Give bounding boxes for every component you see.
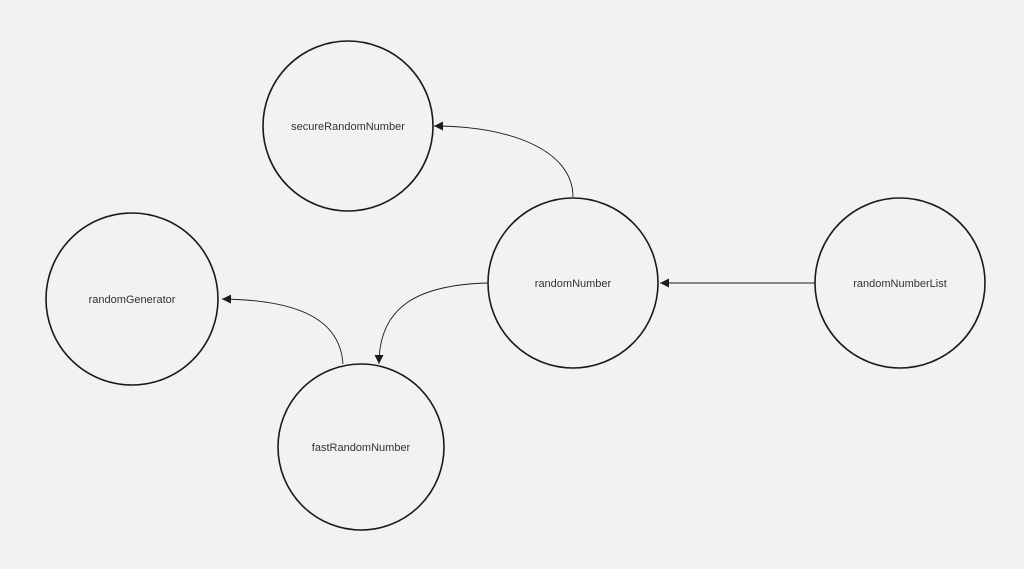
edge-randomnumber-to-securerandomnumber[interactable] xyxy=(433,121,574,198)
node-label: randomNumberList xyxy=(853,278,947,290)
node-securerandomnumber[interactable]: secureRandomNumber xyxy=(262,40,434,212)
node-fastrandomnumber[interactable]: fastRandomNumber xyxy=(277,363,445,531)
node-randomnumber[interactable]: randomNumber xyxy=(487,197,659,369)
node-label: fastRandomNumber xyxy=(312,442,411,454)
node-circle[interactable] xyxy=(487,197,659,369)
edge-fastrandomnumber-to-randomgenerator[interactable] xyxy=(221,294,344,365)
node-circle[interactable] xyxy=(45,212,219,386)
node-randomgenerator[interactable]: randomGenerator xyxy=(45,212,219,386)
node-circle[interactable] xyxy=(262,40,434,212)
node-label: secureRandomNumber xyxy=(291,121,405,133)
node-circle[interactable] xyxy=(277,363,445,531)
node-circle[interactable] xyxy=(814,197,986,369)
node-label: randomNumber xyxy=(535,278,612,290)
node-label: randomGenerator xyxy=(89,294,176,306)
edges-layer xyxy=(221,121,815,365)
node-randomnumberlist[interactable]: randomNumberList xyxy=(814,197,986,369)
edge-randomnumber-to-fastrandomnumber[interactable] xyxy=(374,282,488,365)
